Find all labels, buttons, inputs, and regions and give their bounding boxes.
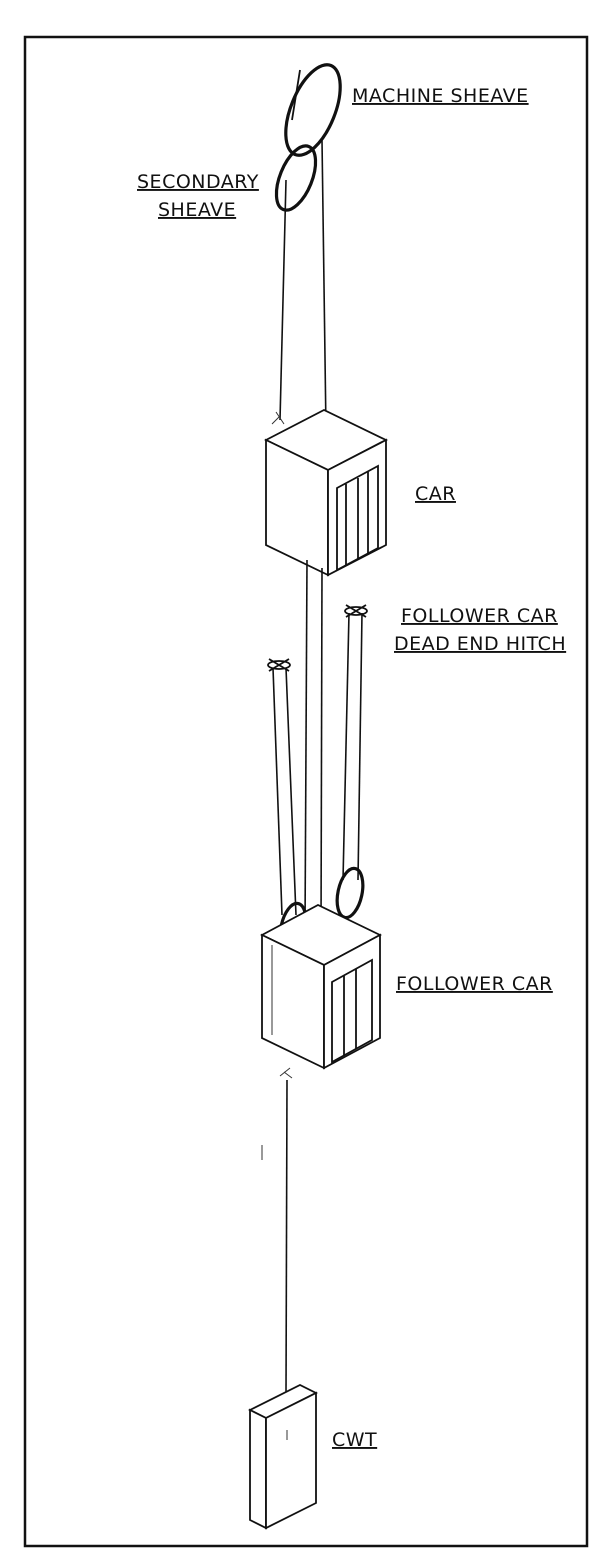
machine-sheave xyxy=(284,63,342,157)
diagram-frame xyxy=(23,35,589,1548)
label-cwt: CWT xyxy=(332,1429,377,1451)
connecting-ropes xyxy=(304,559,323,936)
counterweight xyxy=(247,1383,319,1530)
label-follower-hitch-line2: DEAD END HITCH xyxy=(394,633,566,655)
counterweight-rope xyxy=(261,1067,293,1396)
label-follower-hitch-line1: FOLLOWER CAR xyxy=(401,605,558,627)
label-car: CAR xyxy=(415,483,456,505)
follower-car-dead-end-hitch-left xyxy=(267,658,297,916)
follower-car-dead-end-hitch-right xyxy=(342,604,368,881)
follower-car xyxy=(260,903,382,1070)
label-secondary-sheave-line1: SECONDARY xyxy=(137,171,259,193)
follower-sheave-right xyxy=(335,866,365,920)
secondary-sheave xyxy=(274,144,318,212)
hoist-ropes-upper xyxy=(271,139,327,431)
car xyxy=(263,408,389,577)
label-machine-sheave: MACHINE SHEAVE xyxy=(352,85,529,107)
label-follower-car: FOLLOWER CAR xyxy=(396,973,553,995)
label-secondary-sheave-line2: SHEAVE xyxy=(158,199,236,221)
